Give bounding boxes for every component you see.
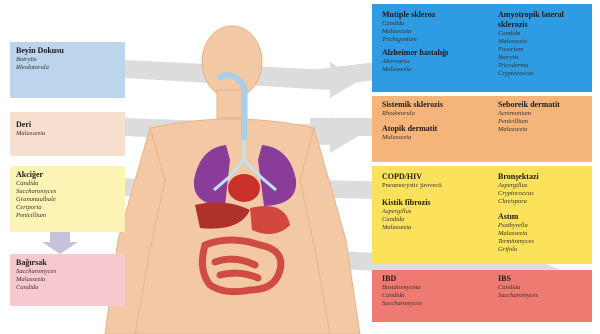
box-deri: Deri Malassezia [10, 112, 125, 156]
als-org-1: Candida [498, 30, 590, 38]
seboreik-org-1: Acremonium [498, 110, 590, 118]
akciger-org-5: Penicillium [16, 212, 119, 220]
alz-org-2: Malassezia [382, 66, 482, 74]
atopik-org-1: Malassezia [382, 134, 482, 142]
ibs-title: IBS [498, 274, 590, 284]
als-org-4: Botrytis [498, 54, 590, 62]
bronsiektazi-org-1: Aspergillus [498, 182, 590, 190]
kistik-org-1: Aspergillus [382, 208, 492, 216]
bagirsak-title: Bağırsak [16, 258, 119, 268]
ms-title: Mutiple skleroz [382, 10, 482, 20]
ibs-org-2: Saccharomyces [498, 292, 590, 300]
als-org-3: Fusarium [498, 46, 590, 54]
box-gut-disease: IBD Basidiomycota Candida Saccharomyces … [372, 270, 592, 322]
kistik-title: Kistik fibrozis [382, 198, 492, 208]
als-org-5: Tricoderma [498, 62, 590, 70]
seboreik-org-3: Malassezia [498, 126, 590, 134]
akciger-org-1: Candida [16, 180, 119, 188]
seboreik-title: Seboreik dermatit [498, 100, 590, 110]
astim-org-3: Termitomyces [498, 238, 590, 246]
kistik-org-3: Malassezia [382, 224, 492, 232]
heart [228, 174, 260, 202]
box-lung-disease: COPD/HIV Pneumocystic jirovecii Kistik f… [372, 166, 592, 264]
akciger-title: Akciğer [16, 170, 119, 180]
akciger-org-4: Ceriporia [16, 204, 119, 212]
ibd-org-3: Saccharomyces [382, 300, 492, 308]
ms-org-3: Trichigentum [382, 36, 482, 44]
sistemik-title: Sistemik sklerozis [382, 100, 482, 110]
seboreik-org-2: Penicillium [498, 118, 590, 126]
bronsiektazi-org-2: Cryptococcus [498, 190, 590, 198]
alz-org-1: Alternaria [382, 58, 482, 66]
als-org-2: Malassezia [498, 38, 590, 46]
als-title: Amyotropik lateral sklerozis [498, 10, 590, 30]
box-neuro: Mutiple skleroz Candida Malassezia Trich… [372, 4, 592, 92]
sistemik-org-1: Rhodotorula [382, 110, 482, 118]
astim-title: Astım [498, 212, 590, 222]
box-akciger: Akciğer Candida Saccharomyces Granunaulb… [10, 166, 125, 232]
beyin-org-2: Rhodotorula [16, 64, 119, 72]
head [202, 26, 262, 98]
down-arrow [40, 232, 80, 254]
copd-org-1: Pneumocystic jirovecii [382, 182, 492, 190]
ibd-org-1: Basidiomycota [382, 284, 492, 292]
ms-org-2: Malassezia [382, 28, 482, 36]
copd-title: COPD/HIV [382, 172, 492, 182]
akciger-org-3: Granunaulbale [16, 196, 119, 204]
bronsiektazi-org-3: Clavispora [498, 198, 590, 206]
als-org-6: Cryptococcus [498, 70, 590, 78]
atopik-title: Atopik dermatit [382, 124, 482, 134]
alz-title: Alzheimer hastalığı [382, 48, 482, 58]
bagirsak-org-3: Candida [16, 284, 119, 292]
akciger-org-2: Saccharomyces [16, 188, 119, 196]
bronsiektazi-title: Bronşektazi [498, 172, 590, 182]
deri-title: Deri [16, 120, 119, 130]
bagirsak-org-2: Malassezia [16, 276, 119, 284]
box-skin-disease: Sistemik sklerozis Rhodotorula Atopik de… [372, 96, 592, 162]
bagirsak-org-1: Saccharomyces [16, 268, 119, 276]
astim-org-4: Grifola [498, 246, 590, 254]
ms-org-1: Candida [382, 20, 482, 28]
astim-org-2: Malassezia [498, 230, 590, 238]
box-beyin-dokusu: Beyin Dokusu Botrytis Rhodotorula [10, 42, 125, 98]
beyin-org-1: Botrytis [16, 56, 119, 64]
astim-org-1: Psathyrella [498, 222, 590, 230]
ibd-org-2: Candida [382, 292, 492, 300]
box-bagirsak: Bağırsak Saccharomyces Malassezia Candid… [10, 254, 125, 306]
deri-org-1: Malassezia [16, 130, 119, 138]
kistik-org-2: Candida [382, 216, 492, 224]
ibs-org-1: Candida [498, 284, 590, 292]
beyin-title: Beyin Dokusu [16, 46, 119, 56]
ibd-title: IBD [382, 274, 492, 284]
torso [135, 119, 330, 334]
